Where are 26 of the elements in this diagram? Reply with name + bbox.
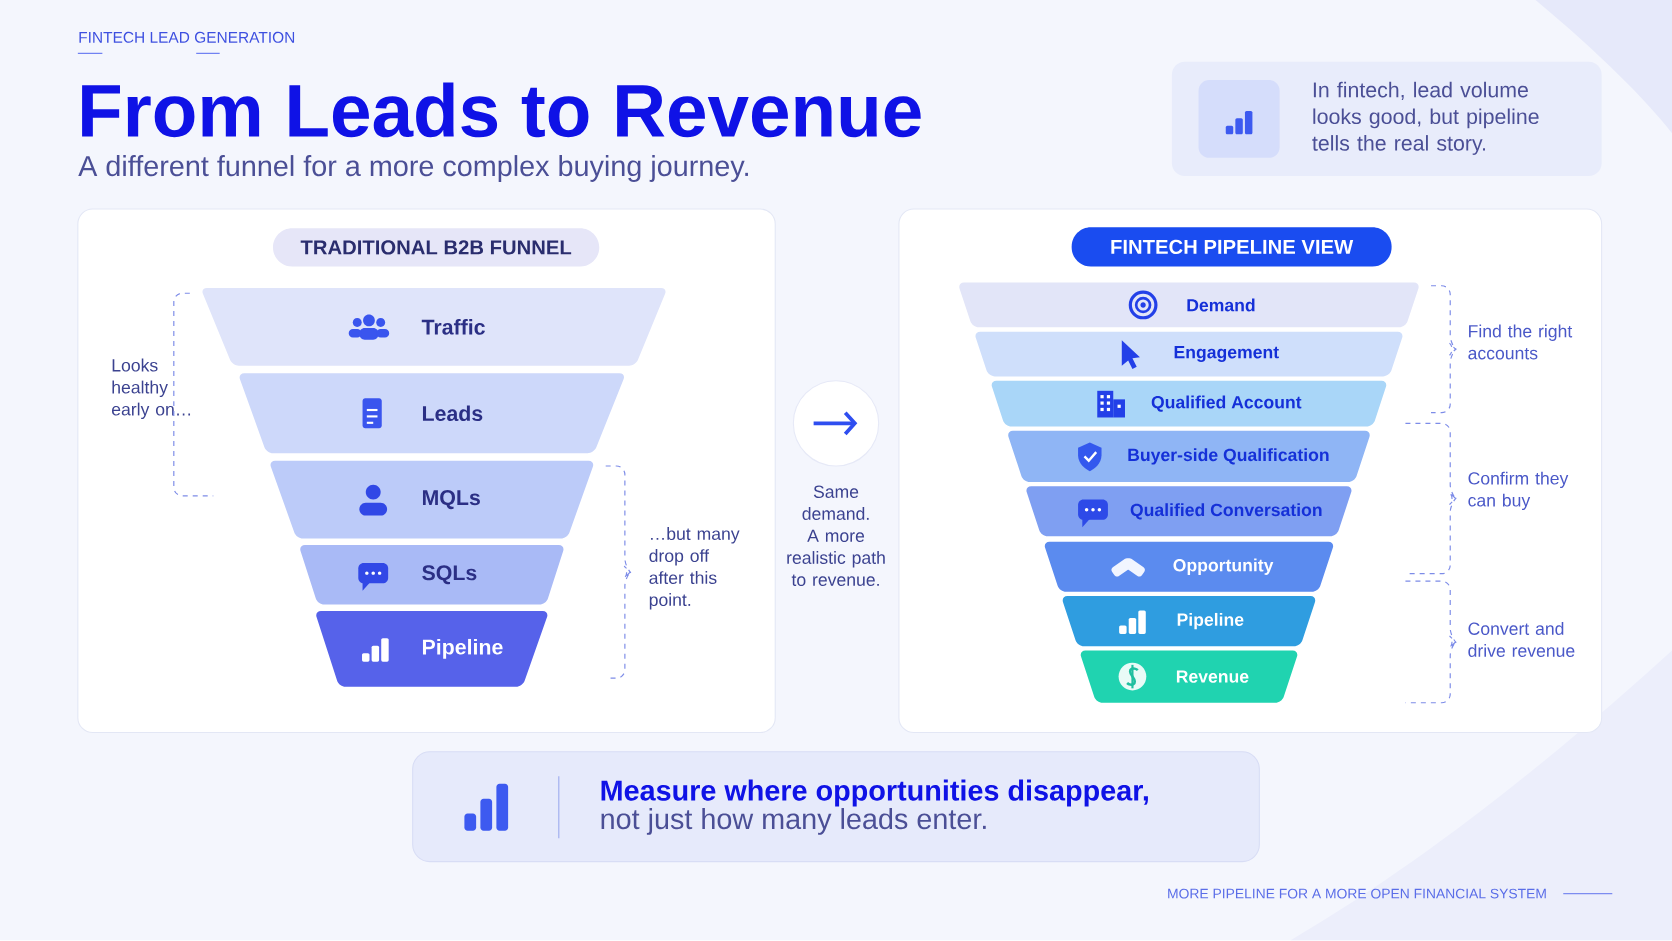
callout-box: In fintech, lead volume looks good, but pipeline tells the real story. — [1171, 62, 1602, 177]
caption-text: Same demand. A more realistic path to revenue. — [787, 485, 885, 587]
funnel-stage: Engagement — [975, 331, 1403, 377]
title: From Leads to Revenue — [82, 82, 921, 138]
funnel-stage: Traffic — [202, 288, 666, 366]
annotation-text: Confirm they can buy — [1468, 471, 1569, 511]
footer-text: MORE PIPELINE FOR A MORE OPEN FINANCIAL SYSTEM — [1168, 888, 1546, 899]
funnel-stage: Demand — [959, 282, 1419, 328]
annotation-text: Find the right accounts — [1468, 324, 1573, 360]
arrow-circle — [792, 380, 880, 467]
funnel-stage: Pipeline — [1062, 596, 1316, 647]
message-box: Measure where opportunities disappear, not just how many leads enter. — [412, 751, 1260, 863]
funnel-stage: SQLs — [300, 545, 564, 605]
funnel-stage: Revenue — [1080, 650, 1298, 703]
funnel-stage: Buyer-side Qualification — [1008, 431, 1370, 483]
funnel-stage: Qualified Conversation — [1026, 486, 1352, 537]
funnel-stage: Qualified Account — [991, 380, 1387, 427]
kicker-text: FINTECH LEAD GENERATION — [79, 32, 295, 44]
annotation-text: Looks healthy early on… — [112, 358, 190, 420]
funnel-stage: Leads — [239, 373, 624, 454]
funnel-stage: Opportunity — [1044, 541, 1334, 593]
annotation-text: …but many drop off after this point. — [649, 527, 740, 610]
subtitle: A different funnel for a more complex buying journey. — [78, 155, 748, 183]
heading-pill: FINTECH PIPELINE VIEW — [1071, 227, 1392, 267]
heading-pill: TRADITIONAL B2B FUNNEL — [273, 228, 600, 267]
annotation-text: Convert and drive revenue — [1468, 622, 1575, 658]
